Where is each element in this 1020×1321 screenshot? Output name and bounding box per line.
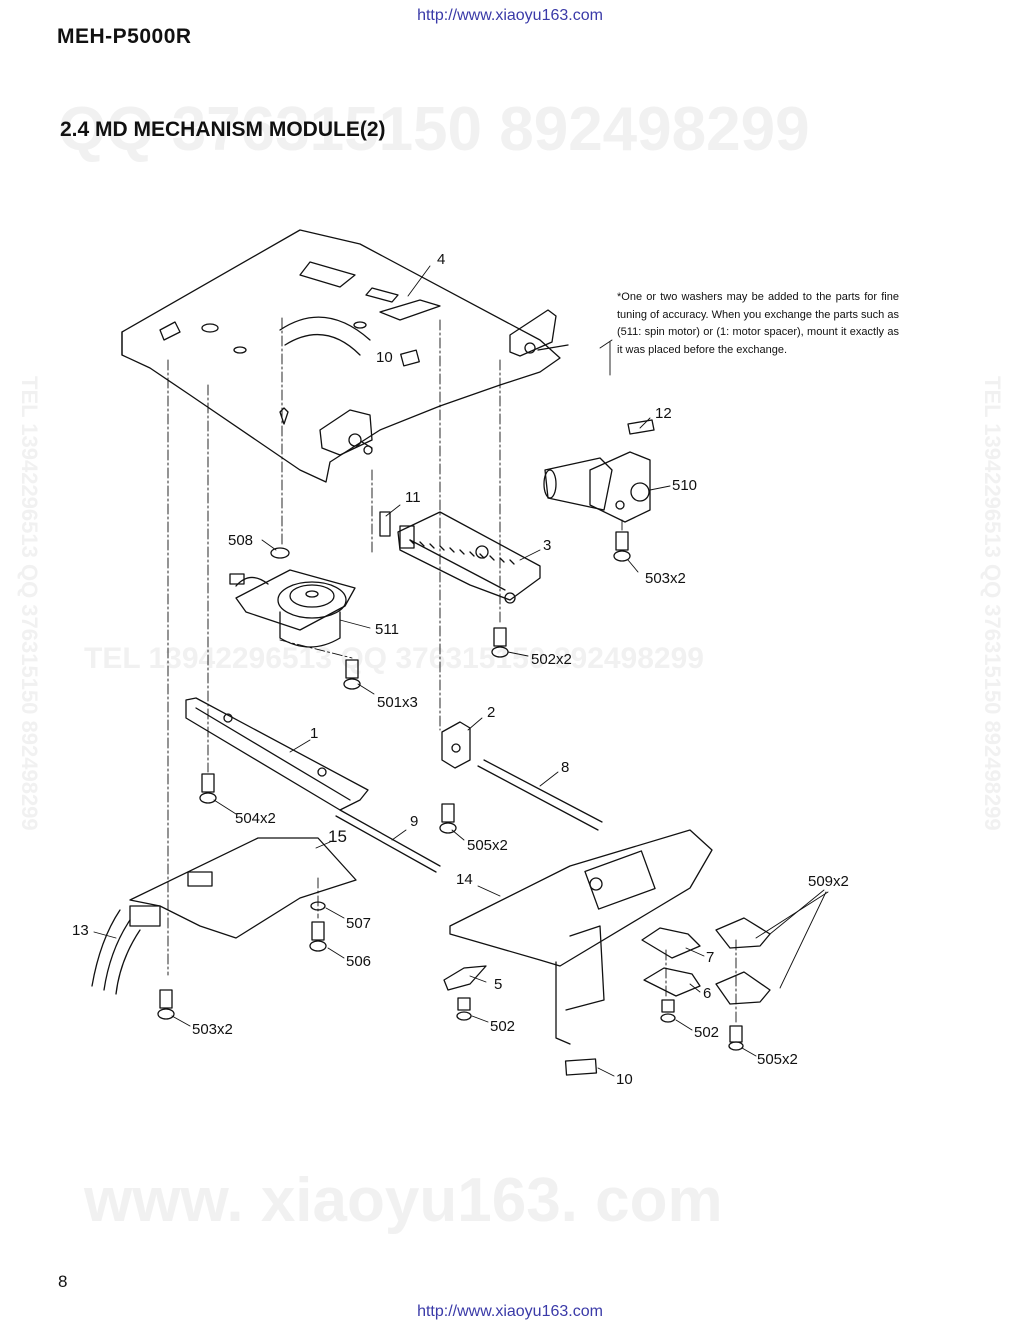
callout-6: 6 bbox=[703, 985, 711, 1002]
part-2-8-9 bbox=[335, 721, 603, 873]
callout-509x2: 509x2 bbox=[808, 873, 849, 890]
callout-508: 508 bbox=[228, 532, 253, 549]
watermark-bottom: www. xiaoyu163. com bbox=[84, 1166, 723, 1235]
part-511-spindle-motor bbox=[229, 547, 356, 648]
watermark-left-vertical: TEL 13942296513 QQ 376315150 892498299 bbox=[17, 376, 42, 831]
callout-8: 8 bbox=[561, 759, 569, 776]
callout-4: 4 bbox=[437, 251, 445, 268]
washer-note: *One or two washers may be added to the … bbox=[617, 291, 899, 356]
callout-labels: 4 10 12 510 11 3 508 503x2 511 502x2 501… bbox=[72, 251, 849, 1088]
callout-9: 9 bbox=[410, 813, 418, 830]
part-15-pcb bbox=[91, 837, 357, 995]
callout-10-bottom: 10 bbox=[616, 1071, 633, 1088]
part-510-sled-motor bbox=[543, 419, 655, 523]
screws bbox=[157, 531, 744, 1051]
section-title: 2.4 MD MECHANISM MODULE(2) bbox=[60, 118, 386, 141]
callout-13: 13 bbox=[72, 922, 89, 939]
part-1-motor-spacer bbox=[185, 697, 369, 811]
callout-14: 14 bbox=[456, 871, 473, 888]
callout-511: 511 bbox=[375, 621, 399, 638]
watermark-right-vertical: TEL 13942296513 QQ 376315150 892498299 bbox=[980, 376, 1005, 831]
model-number: MEH-P5000R bbox=[57, 25, 192, 48]
callout-503x2-top: 503x2 bbox=[645, 570, 686, 587]
callout-501x3: 501x3 bbox=[377, 694, 418, 711]
part-3-sled-assembly bbox=[379, 511, 541, 604]
callout-507: 507 bbox=[346, 915, 371, 932]
parts-5-6-7-509 bbox=[443, 917, 771, 1005]
source-url-top[interactable]: http://www.xiaoyu163.com bbox=[417, 7, 603, 24]
page-number: 8 bbox=[58, 1272, 68, 1291]
part-4-chassis bbox=[121, 229, 569, 483]
callout-503x2-bottom: 503x2 bbox=[192, 1021, 233, 1038]
callout-502-left: 502 bbox=[490, 1018, 515, 1035]
callout-1: 1 bbox=[310, 725, 318, 742]
callout-5: 5 bbox=[494, 976, 502, 993]
callout-15: 15 bbox=[328, 827, 347, 846]
callout-502-right: 502 bbox=[694, 1024, 719, 1041]
part-14-pickup bbox=[449, 829, 713, 1076]
callout-10-top: 10 bbox=[376, 349, 393, 366]
callout-510: 510 bbox=[672, 477, 697, 494]
source-url-bottom[interactable]: http://www.xiaoyu163.com bbox=[417, 1303, 603, 1320]
callout-502x2: 502x2 bbox=[531, 651, 572, 668]
callout-11: 11 bbox=[405, 489, 421, 506]
watermark-middle: TEL 13942296513 QQ 376315150 892498299 bbox=[84, 642, 704, 675]
callout-7: 7 bbox=[706, 949, 714, 966]
callout-505x2-bottom: 505x2 bbox=[757, 1051, 798, 1068]
assembly-lines bbox=[167, 317, 737, 1026]
callout-506: 506 bbox=[346, 953, 371, 970]
leader-lines bbox=[93, 265, 829, 1077]
callout-2: 2 bbox=[487, 704, 495, 721]
watermark-top: QQ 376315150 892498299 bbox=[58, 95, 810, 164]
callout-12: 12 bbox=[655, 405, 672, 422]
callout-505x2-mid: 505x2 bbox=[467, 837, 508, 854]
callout-504x2: 504x2 bbox=[235, 810, 276, 827]
callout-3: 3 bbox=[543, 537, 551, 554]
